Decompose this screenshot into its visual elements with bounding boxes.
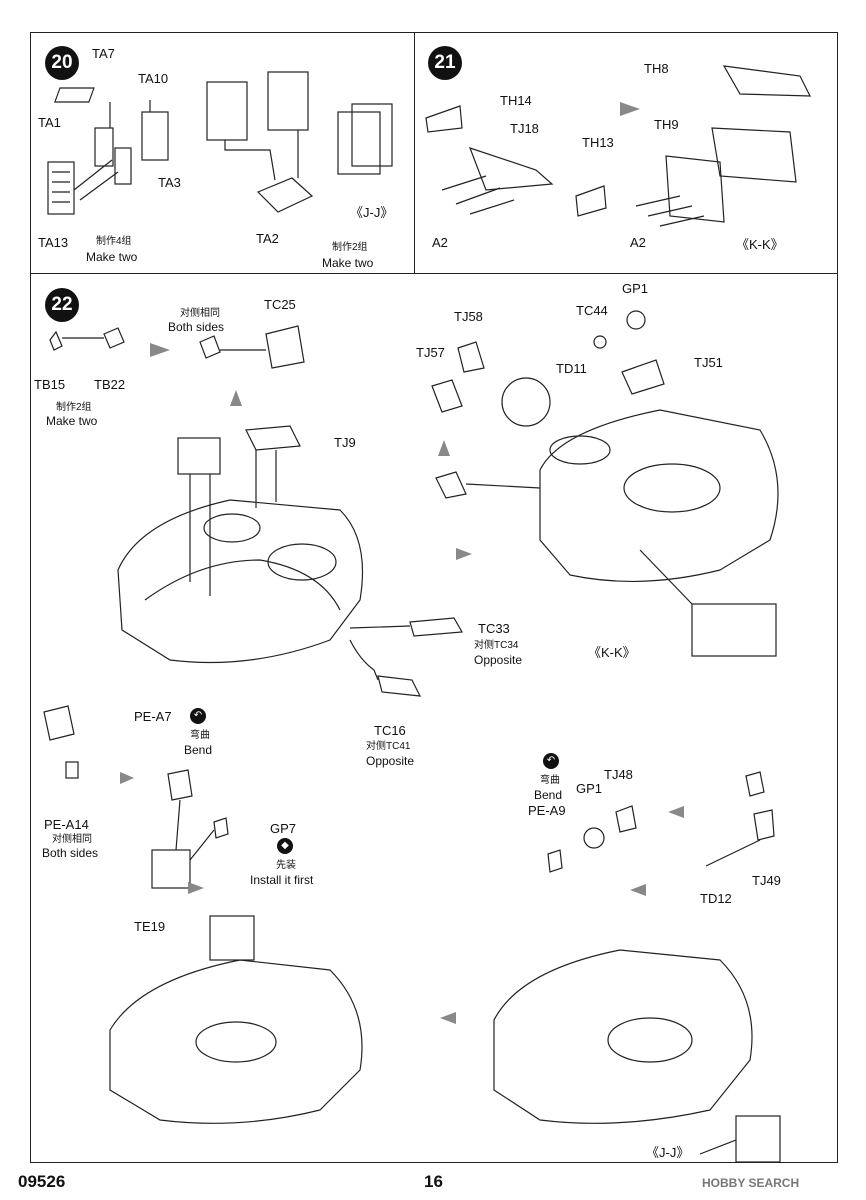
label-th8: TH8 [644, 61, 669, 76]
bend-icon-2: ↶ [543, 753, 559, 769]
label-td11: TD11 [556, 361, 587, 376]
label-te19: TE19 [134, 919, 166, 934]
pe-a14-cn: 对侧相同 [52, 834, 92, 845]
tc41-en: Opposite [366, 754, 415, 768]
bend-en: Bend [184, 743, 213, 757]
label-tc44: TC44 [576, 303, 608, 318]
label-th14: TH14 [500, 93, 532, 108]
make-two-22-en: Make two [46, 414, 98, 428]
label-td12: TD12 [700, 891, 732, 906]
label-pe-a7: PE-A7 [134, 709, 172, 724]
label-pe-a9: PE-A9 [528, 803, 566, 818]
watermark: HOBBY SEARCH [702, 1176, 800, 1190]
install-first-en: Install it first [250, 873, 314, 887]
label-ta3: TA3 [158, 175, 181, 190]
label-ta7: TA7 [92, 46, 115, 61]
label-tb15: TB15 [34, 377, 66, 392]
pe-a14-en: Both sides [42, 846, 99, 860]
install-first-icon: ◆ [277, 838, 293, 854]
label-pe-a14: PE-A14 [44, 817, 89, 832]
make-two-en: Make two [322, 256, 374, 270]
step-number-21: 21 [428, 46, 462, 80]
bend2-cn: 弯曲 [540, 775, 560, 786]
label-th9: TH9 [654, 117, 679, 132]
view-jj-step20: 《J-J》 [350, 205, 394, 220]
bend-icon: ↶ [190, 708, 206, 724]
view-kk-step21: 《K-K》 [736, 237, 784, 252]
bend2-en: Bend [534, 788, 563, 802]
step-number-22: 22 [45, 288, 79, 322]
label-ta1: TA1 [38, 115, 61, 130]
label-gp1-bottom: GP1 [576, 781, 603, 796]
make-four-en: Make two [86, 250, 138, 264]
step-number-20: 20 [45, 46, 79, 80]
make-four-cn: 制作4组 [96, 236, 132, 247]
view-jj-step22: 《J-J》 [646, 1145, 690, 1160]
label-a2-right: A2 [630, 235, 646, 250]
label-tj51: TJ51 [694, 355, 723, 370]
page-number: 16 [424, 1172, 443, 1191]
view-kk-step22: 《K-K》 [588, 645, 636, 660]
label-ta13: TA13 [38, 235, 69, 250]
label-th13: TH13 [582, 135, 614, 150]
label-gp7: GP7 [270, 821, 297, 836]
label-tc25: TC25 [264, 297, 296, 312]
label-ta10: TA10 [138, 71, 169, 86]
tc34-en: Opposite [474, 653, 523, 667]
step-22-panel [30, 273, 838, 1163]
label-tj58: TJ58 [454, 309, 483, 324]
tc41-cn: 对侧TC41 [366, 741, 411, 752]
label-a2-left: A2 [432, 235, 448, 250]
label-tj18: TJ18 [510, 121, 539, 136]
label-tb22: TB22 [94, 377, 126, 392]
make-two-cn: 制作2组 [332, 242, 368, 253]
label-tc16: TC16 [374, 723, 406, 738]
label-tj57: TJ57 [416, 345, 445, 360]
kit-code: 09526 [18, 1172, 66, 1191]
tc34-cn: 对侧TC34 [474, 640, 519, 651]
bend-cn: 弯曲 [190, 730, 210, 741]
label-tj9: TJ9 [334, 435, 356, 450]
label-gp1-top: GP1 [622, 281, 649, 296]
label-tj48: TJ48 [604, 767, 633, 782]
label-ta2: TA2 [256, 231, 279, 246]
both-sides-en: Both sides [168, 320, 225, 334]
make-two-22-cn: 制作2组 [56, 402, 92, 413]
label-tc33: TC33 [478, 621, 510, 636]
label-tj49: TJ49 [752, 873, 781, 888]
install-first-cn: 先装 [276, 860, 296, 871]
both-sides-cn: 对侧相同 [180, 308, 220, 319]
